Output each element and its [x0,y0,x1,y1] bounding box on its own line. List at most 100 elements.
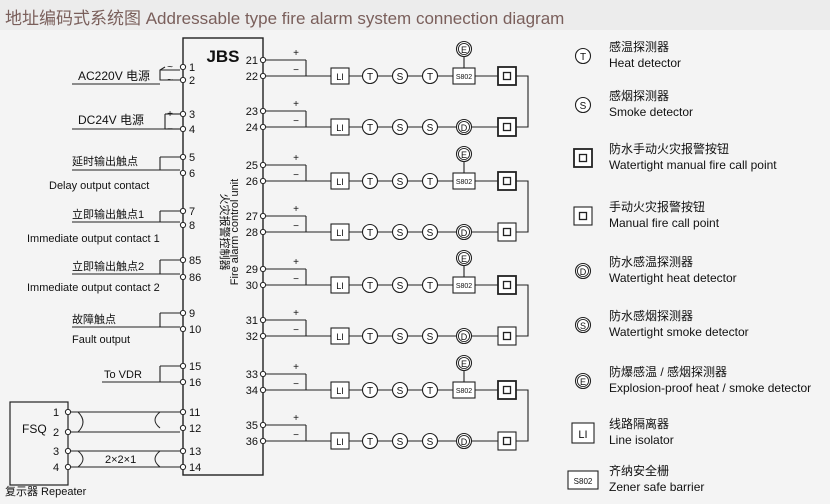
legend-label-en: Manual fire call point [609,216,720,230]
line-isolator-label: LI [336,281,344,291]
terminal-number: 33 [246,369,258,381]
terminal [179,125,187,133]
heat-detector [361,223,379,241]
legend-zener-barrier-icon [567,470,599,490]
smoke-detector [421,327,439,345]
heat-detector [361,381,379,399]
smoke-detector-letter: S [397,72,404,83]
terminal-number: 32 [246,331,258,343]
terminal [259,161,267,169]
line-isolator-label: LI [336,332,344,342]
watertight-heat-detector-inner [457,120,471,134]
smoke-detector [421,223,439,241]
line-isolator [330,67,350,85]
heat-detector-letter: T [427,386,433,397]
watertight-heat-detector-inner [457,225,471,239]
heat-detector [421,67,439,85]
heat-detector-letter: T [367,332,373,343]
terminal-number: 7 [189,206,195,218]
polarity-minus: − [293,221,299,232]
explosion-proof-detector-letter: E [461,45,467,55]
title-bar: 地址编码式系统图 Addressable type fire alarm sys… [0,0,830,30]
twisted-pair [154,411,161,429]
terminal-number: 29 [246,264,258,276]
line-isolator [330,223,350,241]
smoke-detector [421,432,439,450]
heat-detector [361,118,379,136]
heat-detector-letter: T [367,437,373,448]
repeater-pin-number: 4 [53,462,59,474]
terminal [259,421,267,429]
wire [516,75,529,128]
manual-call-point-inner [502,331,512,341]
terminal-number: 21 [246,55,258,67]
terminal-number: 86 [189,272,201,284]
repeater-name: FSQ [22,422,47,436]
terminal [179,362,187,370]
legend-watertight-smoke-icon-inner [576,318,590,332]
legend-label-en: Zener safe barrier [609,480,704,494]
smoke-detector-letter: S [397,437,404,448]
terminal-number: 11 [189,407,200,419]
line-isolator [330,381,350,399]
heat-detector-letter: T [427,281,433,292]
delay-output-label-en: Delay output contact [49,180,149,192]
cable-spec-label: 2×2×1 [105,454,136,466]
line-isolator [330,432,350,450]
terminal-number: 12 [189,423,201,435]
smoke-detector [391,223,409,241]
terminal-number: 85 [189,255,201,267]
legend-watertight-heat-icon-letter: D [580,267,587,277]
heat-detector [421,381,439,399]
twisted-pair [154,450,161,468]
line-isolator [330,327,350,345]
smoke-detector [391,432,409,450]
heat-detector-letter: T [427,72,433,83]
watertight-heat-detector-letter: D [461,123,468,133]
legend-label-en: Watertight manual fire call point [609,158,777,172]
terminal [179,378,187,386]
polarity-plus: + [293,204,299,215]
legend-heat-detector-icon-letter: T [580,52,586,63]
zener-barrier-label: S802 [456,283,472,290]
explosion-proof-detector-letter: E [461,150,467,160]
terminal [259,386,267,394]
terminal [179,76,187,84]
legend-label-cn: 防水感温探测器 [609,254,693,269]
watertight-heat-detector-letter: D [461,437,468,447]
explosion-proof-detector-inner [457,251,471,265]
legend-label-cn: 防爆感温 / 感烟探测器 [609,364,727,379]
repeater-pin-number: 1 [53,407,59,419]
polarity-plus: + [293,413,299,424]
smoke-detector-letter: S [427,123,434,134]
terminal [64,428,72,436]
smoke-detector-letter: S [397,281,404,292]
heat-detector [361,432,379,450]
polarity-plus: + [293,308,299,319]
smoke-detector [421,118,439,136]
terminal-number: 28 [246,227,258,239]
legend-smoke-detector-icon-letter: S [580,101,587,112]
legend-label-cn: 防水感烟探测器 [609,308,693,323]
controller-label-cn: 火灾报警控制器 [218,194,232,271]
terminal [259,72,267,80]
to-vdr-label: To VDR [104,369,142,381]
legend-label-cn: 齐纳安全栅 [609,463,669,478]
terminal-number: 10 [189,324,201,336]
fault-output-label-cn: 故障触点 [72,312,116,326]
heat-detector-letter: T [367,123,373,134]
polarity-minus: − [293,65,299,76]
manual-call-point-inner [502,280,512,290]
terminal [64,408,72,416]
terminal-polarity: ~ [167,62,173,73]
terminal [259,212,267,220]
line-isolator-label: LI [336,177,344,187]
smoke-detector [391,67,409,85]
twisted-pair [77,450,84,468]
terminal [179,424,187,432]
controller-box [182,37,264,476]
watertight-heat-detector-letter: D [461,228,468,238]
terminal [179,273,187,281]
terminal [259,56,267,64]
